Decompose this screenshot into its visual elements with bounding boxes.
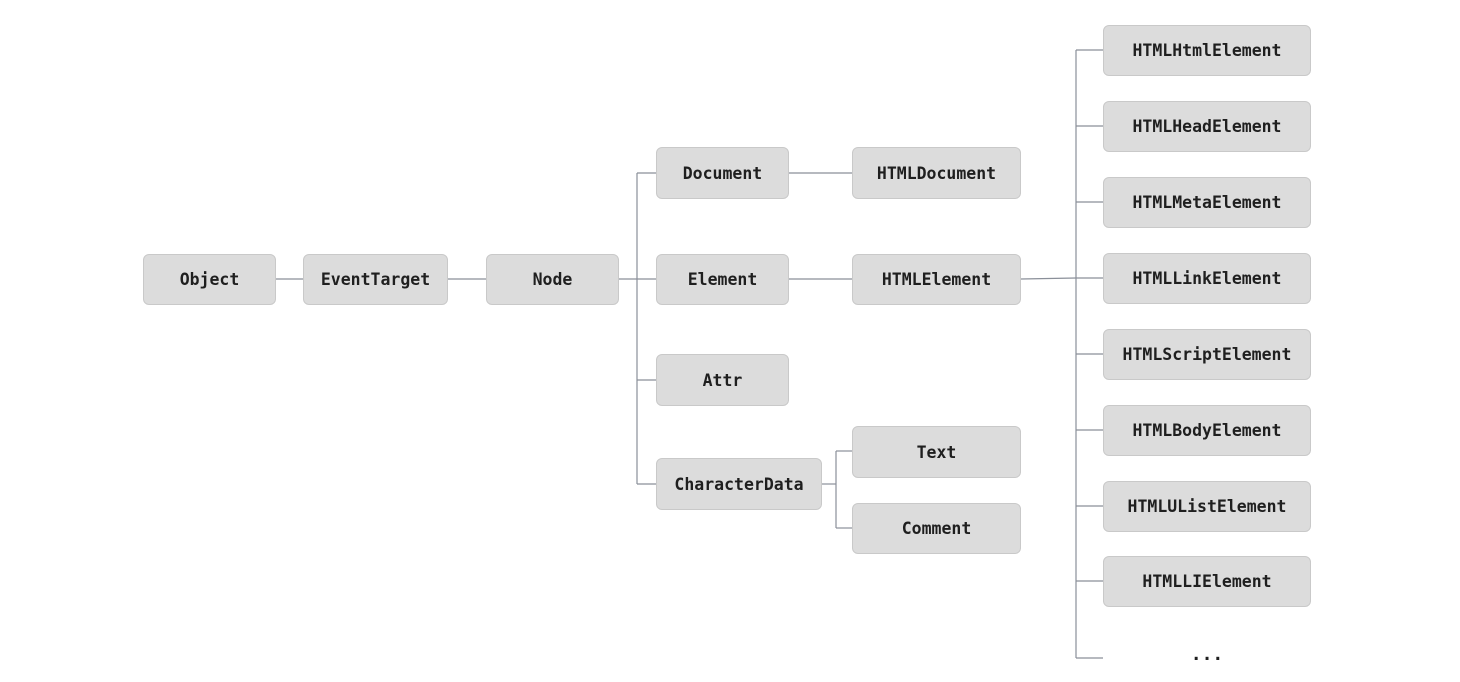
node-document: Document: [656, 147, 789, 199]
node-text: Text: [852, 426, 1021, 478]
node-htmllielement: HTMLLIElement: [1103, 556, 1311, 607]
edge-htmlelement-trunk: [1020, 277, 1077, 280]
node-more-ellipsis: ...: [1190, 644, 1224, 665]
node-htmlulistelement: HTMLUListElement: [1103, 481, 1311, 532]
node-attr: Attr: [656, 354, 789, 406]
node-htmlscriptelement: HTMLScriptElement: [1103, 329, 1311, 380]
node-htmllinkelement: HTMLLinkElement: [1103, 253, 1311, 304]
node-object: Object: [143, 254, 276, 305]
node-element: Element: [656, 254, 789, 305]
node-htmlhtmlelement: HTMLHtmlElement: [1103, 25, 1311, 76]
node-eventtarget: EventTarget: [303, 254, 448, 305]
node-htmlelement: HTMLElement: [852, 254, 1021, 305]
node-htmlheadelement: HTMLHeadElement: [1103, 101, 1311, 152]
node-htmlbodyelement: HTMLBodyElement: [1103, 405, 1311, 456]
node-comment: Comment: [852, 503, 1021, 554]
node-characterdata: CharacterData: [656, 458, 822, 510]
node-htmldocument: HTMLDocument: [852, 147, 1021, 199]
node-node: Node: [486, 254, 619, 305]
node-htmlmetaelement: HTMLMetaElement: [1103, 177, 1311, 228]
